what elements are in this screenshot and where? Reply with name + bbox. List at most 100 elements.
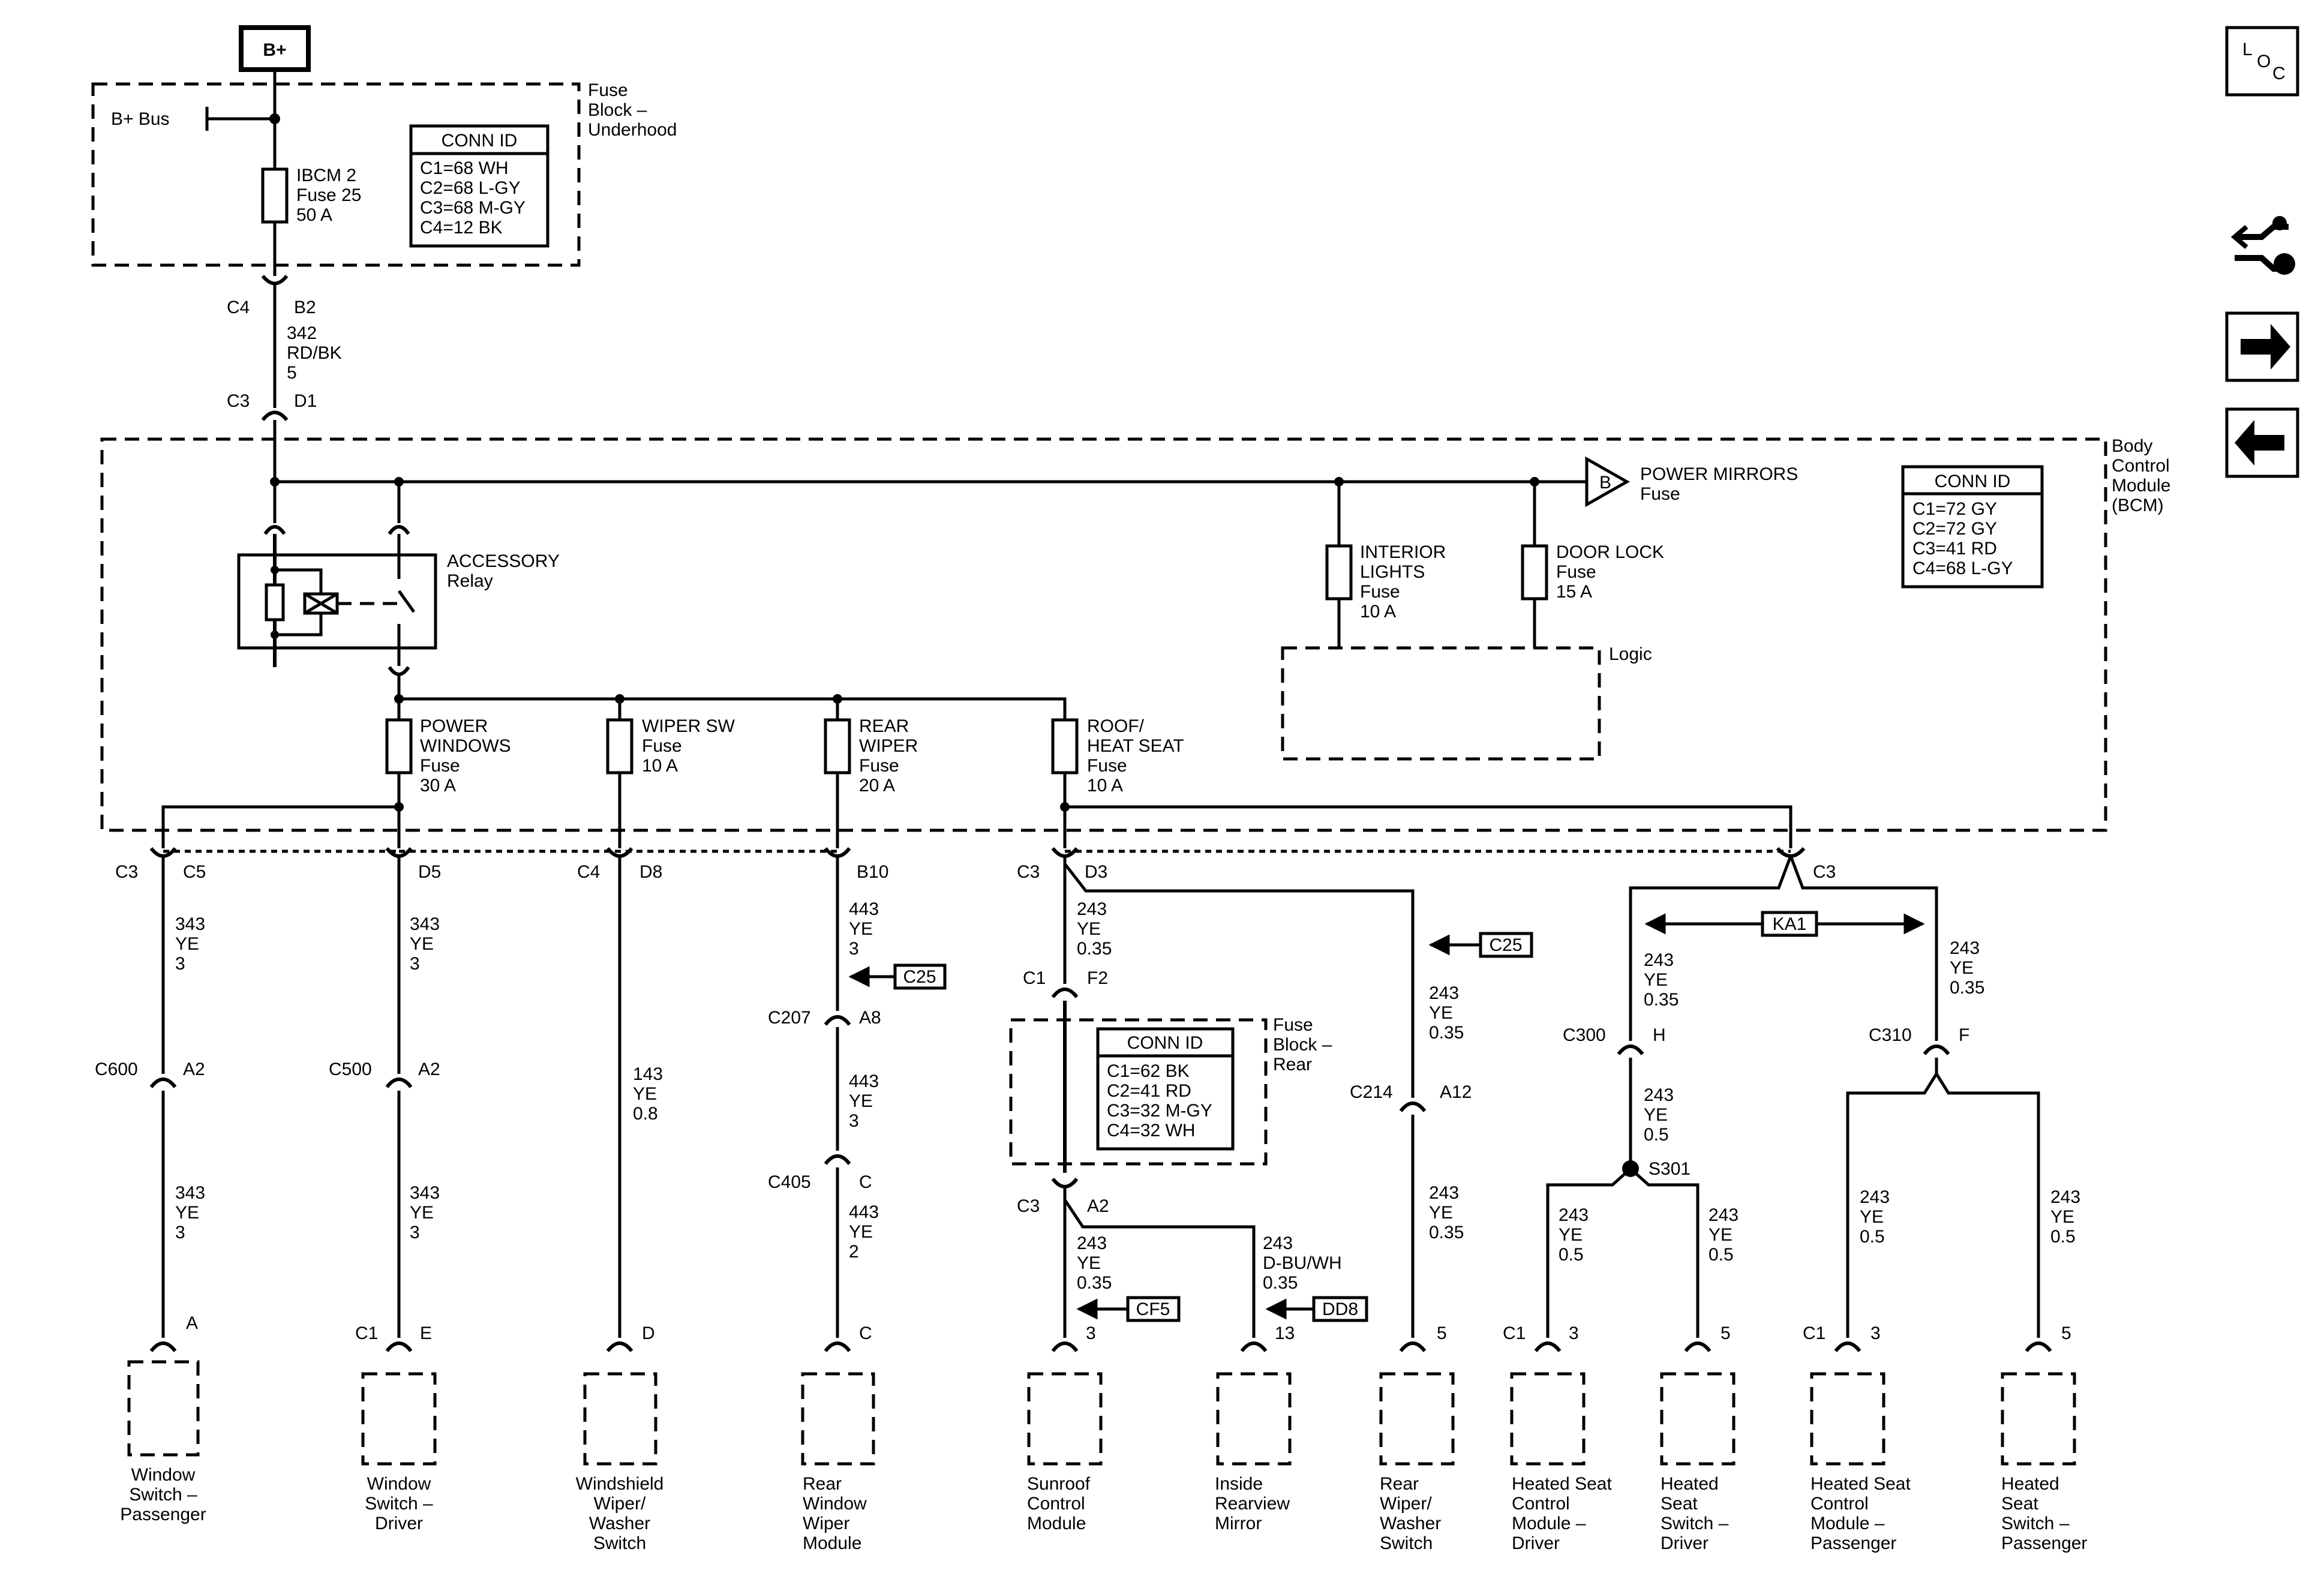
svg-text:C600: C600 [95,1059,138,1079]
svg-text:3: 3 [1086,1323,1096,1343]
rear-wiper-washer-switch-box [1379,1372,1455,1466]
svg-text:YE: YE [410,934,434,954]
svg-text:C1: C1 [355,1323,378,1343]
svg-text:B2: B2 [294,298,316,317]
svg-text:15 A: 15 A [1556,582,1592,602]
svg-text:0.5: 0.5 [1709,1245,1734,1265]
svg-text:RD/BK: RD/BK [287,343,342,363]
sunroof-control-module-box [1027,1372,1103,1466]
power-windows-fuse-symbol [385,718,413,775]
svg-text:C4=32 WH: C4=32 WH [1107,1121,1196,1140]
svg-text:YE: YE [175,934,199,954]
circuit-windshield-wiper-switch: 143 YE 0.8 D Windshield Wiper/ Washer Sw… [576,856,663,1553]
svg-text:A2: A2 [1087,1196,1109,1216]
svg-text:2: 2 [849,1242,859,1262]
svg-text:YE: YE [1950,958,1974,978]
svg-text:C1: C1 [1503,1323,1526,1343]
svg-text:Fuse: Fuse [642,736,682,756]
svg-text:243: 243 [1644,1085,1674,1105]
svg-text:5: 5 [287,363,297,383]
c5-conn-right: D3 [1085,862,1107,882]
svg-text:YE: YE [1644,970,1668,990]
svg-text:REAR: REAR [859,716,909,736]
svg-text:Control: Control [1027,1494,1085,1514]
svg-text:CONN ID: CONN ID [1127,1033,1203,1053]
svg-text:Heated Seat: Heated Seat [1512,1474,1612,1494]
arrow-left-icon[interactable] [2225,407,2299,478]
ka1-tag [1761,911,1818,937]
svg-text:C207: C207 [768,1008,811,1028]
svg-text:243: 243 [1860,1187,1890,1207]
svg-text:20 A: 20 A [859,776,895,795]
svg-text:A12: A12 [1440,1082,1472,1102]
svg-text:O: O [2257,52,2271,71]
roof-heat-seat-fuse-symbol [1051,718,1079,775]
svg-text:Fuse 25: Fuse 25 [296,185,361,205]
svg-text:3: 3 [1870,1323,1881,1343]
svg-text:C1: C1 [1803,1323,1825,1343]
svg-text:0.5: 0.5 [2050,1227,2076,1247]
logic-block [1281,646,1601,761]
svg-text:13: 13 [1275,1323,1295,1343]
svg-text:5: 5 [1721,1323,1731,1343]
svg-text:Module: Module [803,1533,861,1553]
svg-text:Module –: Module – [1810,1514,1885,1533]
svg-text:Heated: Heated [2001,1474,2059,1494]
svg-text:C25: C25 [903,967,936,987]
roof-heat-seat-fuse-label: ROOF/ HEAT SEAT Fuse 10 A [1087,716,1184,795]
svg-text:DD8: DD8 [1322,1299,1358,1319]
svg-text:WIPER: WIPER [859,736,918,756]
c4-ref-c25 [893,963,947,990]
svg-text:0.35: 0.35 [1429,1223,1464,1242]
svg-text:Fuse: Fuse [1273,1015,1313,1035]
svg-text:C: C [859,1323,872,1343]
svg-text:YE: YE [2050,1207,2074,1227]
svg-text:(BCM): (BCM) [2112,496,2164,515]
svg-text:343: 343 [410,1183,440,1203]
logic-label: Logic [1609,644,1652,664]
svg-text:C3: C3 [227,391,250,411]
svg-text:Module: Module [2112,476,2170,496]
svg-text:S301: S301 [1649,1159,1691,1179]
loc-icon[interactable]: L O C [2225,26,2299,97]
svg-text:C3: C3 [1017,1196,1040,1216]
windshield-wiper-switch-box [583,1372,657,1466]
svg-text:10 A: 10 A [1360,602,1396,622]
svg-text:C214: C214 [1350,1082,1393,1102]
svg-text:A2: A2 [183,1059,205,1079]
svg-text:CF5: CF5 [1136,1299,1170,1319]
wiring-wrench-icon[interactable] [2230,216,2295,275]
svg-text:F: F [1959,1025,1969,1045]
svg-text:Passenger: Passenger [2001,1533,2087,1553]
svg-text:243: 243 [2050,1187,2080,1207]
svg-text:Body: Body [2112,436,2152,456]
inside-rearview-mirror-box [1216,1372,1292,1466]
svg-text:5: 5 [2061,1323,2071,1343]
svg-text:C4=12 BK: C4=12 BK [420,218,503,238]
svg-text:0.8: 0.8 [633,1104,658,1124]
svg-text:B: B [1599,473,1611,493]
accessory-relay: ACCESSORY Relay [237,534,560,667]
svg-text:YE: YE [1429,1003,1453,1023]
svg-text:Block –: Block – [588,100,647,120]
feed-connector-c3-d1: C3 D1 [227,391,317,421]
svg-text:243: 243 [1429,983,1459,1003]
svg-text:243: 243 [1644,950,1674,970]
svg-text:C4: C4 [227,298,250,317]
svg-text:3: 3 [175,1223,185,1242]
svg-text:YE: YE [1077,919,1101,939]
svg-text:0.5: 0.5 [1860,1227,1885,1247]
svg-text:Underhood: Underhood [588,120,677,140]
svg-text:C500: C500 [329,1059,372,1079]
bcm-label: Body Control Module (BCM) [2112,436,2170,515]
svg-text:343: 343 [175,914,205,934]
svg-text:243: 243 [1950,938,1980,958]
svg-text:Fuse: Fuse [420,756,460,776]
arrow-right-icon[interactable] [2225,311,2299,382]
svg-text:342: 342 [287,323,317,343]
svg-text:243: 243 [1077,899,1107,919]
svg-text:343: 343 [175,1183,205,1203]
svg-text:YE: YE [1077,1253,1101,1273]
c5-ref-cf5 [1126,1296,1181,1322]
